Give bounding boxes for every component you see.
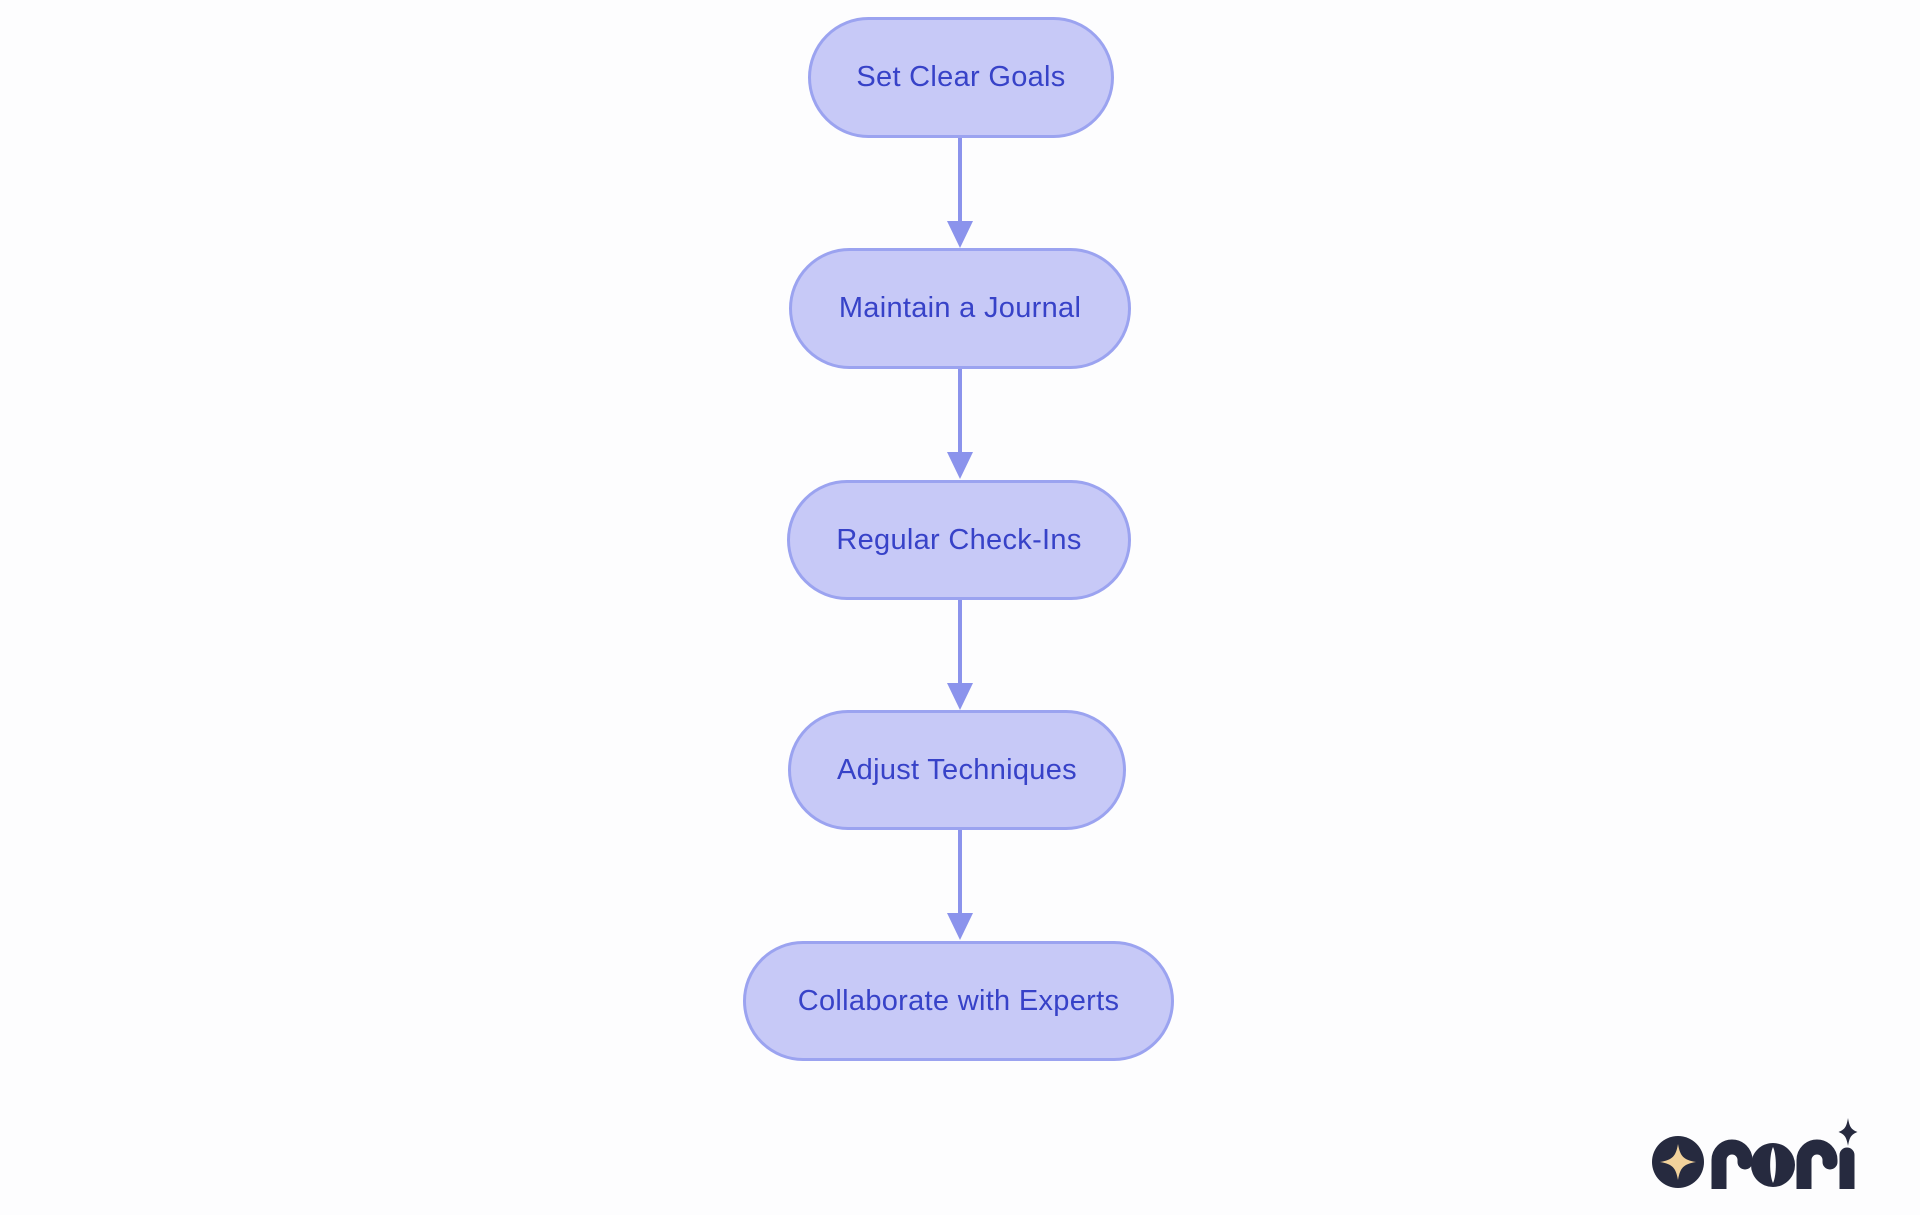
gold-star-icon xyxy=(1660,1144,1696,1180)
node-label: Set Clear Goals xyxy=(856,61,1066,93)
sparkle-badge-icon xyxy=(1652,1136,1704,1188)
arrow-down-icon xyxy=(947,830,973,940)
arrow-down-icon xyxy=(947,138,973,248)
node-label: Maintain a Journal xyxy=(838,292,1082,324)
flow-node-regular-check-ins: Regular Check-Ins xyxy=(787,480,1131,600)
rori-logo xyxy=(1652,1118,1858,1189)
logo-wordmark-text: rori xyxy=(0,0,1,1)
arrow-down-icon xyxy=(947,369,973,479)
arrow-down-icon xyxy=(947,600,973,710)
flow-node-adjust-techniques: Adjust Techniques xyxy=(788,710,1126,830)
node-label: Regular Check-Ins xyxy=(836,523,1082,556)
flow-node-maintain-a-journal: Maintain a Journal xyxy=(789,248,1131,369)
logo-wordmark xyxy=(1711,1118,1858,1189)
node-label: Adjust Techniques xyxy=(837,753,1077,786)
node-label: Collaborate with Experts xyxy=(797,984,1120,1017)
sparkle-icon xyxy=(1838,1118,1858,1146)
flow-node-collaborate-with-experts: Collaborate with Experts xyxy=(743,941,1174,1061)
flow-node-set-clear-goals: Set Clear Goals xyxy=(808,17,1114,138)
